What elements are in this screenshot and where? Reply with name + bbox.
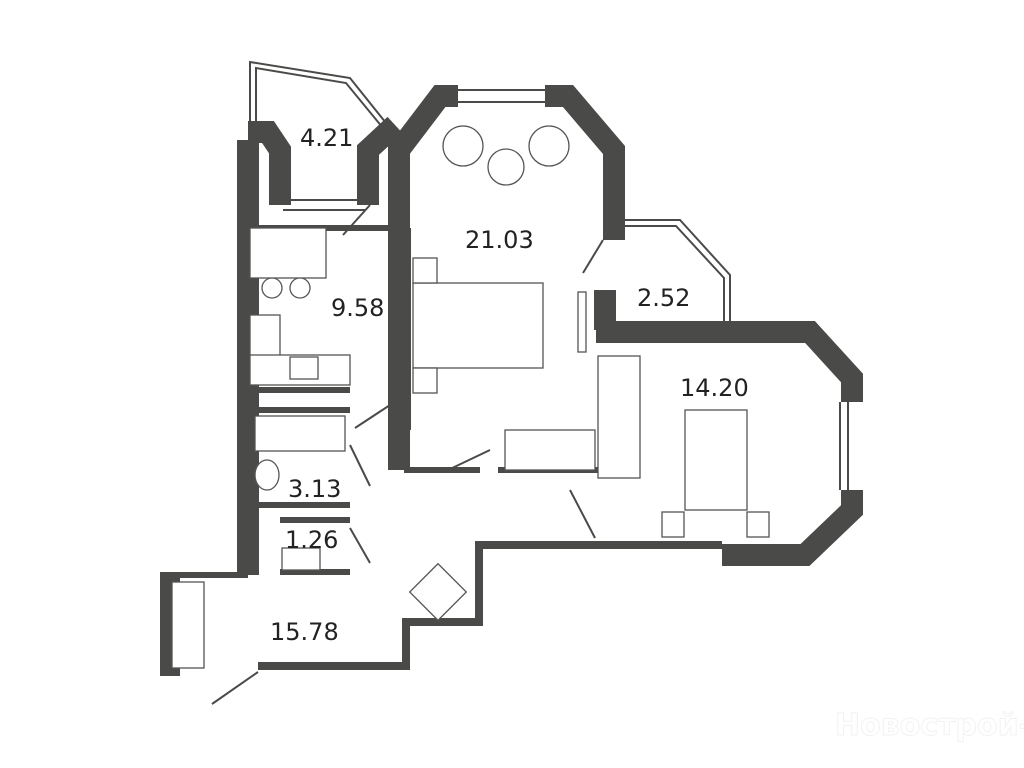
double-bed [412,282,544,369]
armchair [528,125,570,167]
balcony-outline-2 [625,219,731,322]
area-label-kitchen: 9.58 [331,294,384,322]
stove [249,314,281,358]
coffee-table [487,148,525,186]
washbasin [254,459,280,491]
area-label-balcony-1: 4.21 [300,124,353,152]
area-label-bedroom: 14.20 [680,374,749,402]
toilet-fixture [281,547,321,571]
area-label-hallway: 15.78 [270,618,339,646]
kitchen-table [249,227,327,279]
wardrobe [597,355,641,479]
area-label-balcony-2: 2.52 [637,284,690,312]
hall-armchair [408,562,468,622]
windows [283,89,849,490]
area-label-toilet: 1.26 [285,526,338,554]
area-label-living-room: 21.03 [465,226,534,254]
tv [577,291,587,353]
area-label-bathroom: 3.13 [288,475,341,503]
door-swings [211,204,604,705]
wardrobe [504,429,596,471]
walls [160,85,863,676]
bathtub [254,415,346,452]
furniture [171,125,770,669]
single-bed [684,409,748,511]
hall-wardrobe [171,581,205,669]
armchair [442,125,484,167]
watermark: Новострой-М [835,708,1024,743]
sink [289,356,319,380]
